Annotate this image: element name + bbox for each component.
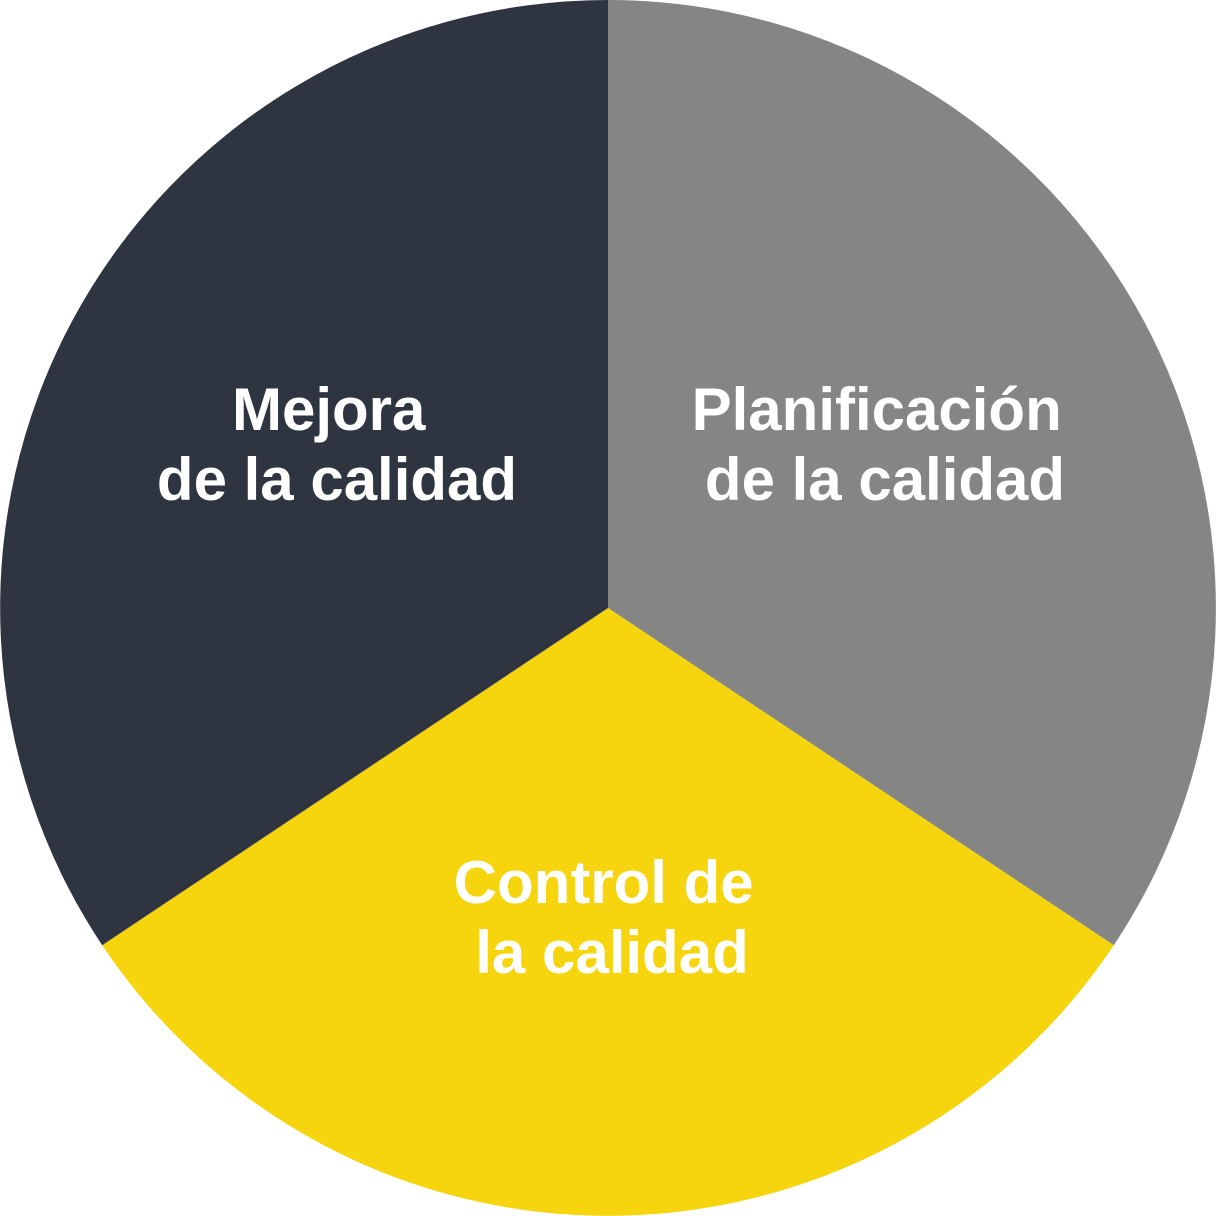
control-segment — [102, 608, 1114, 1216]
mejora-label: Mejora de la calidad — [157, 376, 517, 513]
planificacion-segment — [608, 0, 1216, 946]
control-label-line-2: la calidad — [475, 919, 748, 986]
mejora-label-line-2: de la calidad — [157, 446, 517, 513]
control-label: Control de la calidad — [454, 849, 771, 986]
mejora-segment — [0, 0, 609, 946]
mejora-label-line-1: Mejora — [232, 376, 426, 443]
planificacion-label-line-2: de la calidad — [705, 446, 1065, 513]
planificacion-label-line-1: Planificación — [692, 376, 1062, 443]
control-label-line-1: Control de — [454, 849, 754, 916]
planificacion-label: Planificación de la calidad — [692, 376, 1079, 513]
